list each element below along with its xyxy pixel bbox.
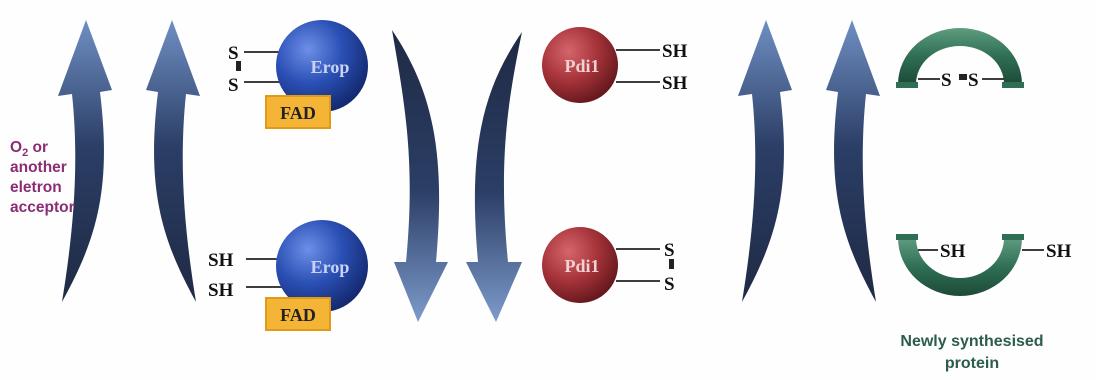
protein-arc-top bbox=[898, 28, 1022, 84]
fad-box-reduced bbox=[265, 297, 331, 331]
fad-box bbox=[265, 95, 331, 129]
ero-oxidized: S S Erop FAD bbox=[228, 20, 368, 129]
arrow-up-left bbox=[58, 20, 112, 302]
pdi-sphere-oxidized bbox=[542, 227, 618, 303]
fad-label-reduced: FAD bbox=[280, 305, 316, 325]
acceptor-line-2: another bbox=[10, 159, 67, 176]
acceptor-line-3: eletron bbox=[10, 179, 62, 196]
pdi-label-oxidized: Pdi1 bbox=[564, 256, 599, 276]
arrow-up-right bbox=[146, 20, 200, 302]
pdi-reduced: Pdi1 SH SH bbox=[542, 27, 688, 103]
protein-arc-bottom bbox=[898, 238, 1022, 296]
pdi-sphere bbox=[542, 27, 618, 103]
pdi-top-sh-lower: SH bbox=[662, 73, 688, 94]
acceptor-line-1: O2 or bbox=[10, 139, 48, 159]
pdi-disulfide-bond bbox=[669, 259, 674, 269]
arrow-pair-2 bbox=[392, 30, 522, 322]
arrow-pair-1 bbox=[58, 20, 200, 302]
ero-reduced: SH SH Erop FAD bbox=[208, 220, 368, 331]
protein-sh-right: SH bbox=[1046, 241, 1072, 262]
protein-disulfide-bond bbox=[959, 74, 967, 80]
pdi-bottom-s-upper: S bbox=[664, 240, 675, 261]
pdi-bottom-s-lower: S bbox=[664, 274, 675, 295]
arrow-up-right-2 bbox=[826, 20, 880, 302]
ero-label-reduced: Erop bbox=[311, 257, 350, 277]
electron-acceptor-label: O2 or another eletron acceptor bbox=[10, 139, 75, 216]
arrow-pair-3 bbox=[738, 20, 880, 302]
acceptor-line-4: acceptor bbox=[10, 199, 75, 216]
protein-s-left: S bbox=[941, 70, 952, 91]
ero-top-s-lower: S bbox=[228, 75, 239, 96]
ero-top-s-upper: S bbox=[228, 43, 239, 64]
pdi-top-sh-upper: SH bbox=[662, 41, 688, 62]
ero-label: Erop bbox=[311, 57, 350, 77]
ero-bottom-sh-upper: SH bbox=[208, 250, 234, 271]
protein-sh-left: SH bbox=[940, 241, 966, 262]
ero-sphere bbox=[276, 20, 368, 112]
protein-caption: Newly synthesised protein bbox=[900, 333, 1043, 372]
disulfide-bond bbox=[236, 61, 241, 71]
pdi-oxidized: Pdi1 S S bbox=[542, 227, 675, 303]
caption-line-1: Newly synthesised bbox=[900, 333, 1043, 350]
pdi-label: Pdi1 bbox=[564, 56, 599, 76]
protein-oxidized: S S bbox=[896, 28, 1024, 91]
ero-sphere-reduced bbox=[276, 220, 368, 312]
protein-s-right: S bbox=[968, 70, 979, 91]
fad-label: FAD bbox=[280, 103, 316, 123]
arrow-down-left bbox=[392, 30, 448, 322]
arrow-down-right bbox=[466, 32, 522, 322]
protein-reduced: SH SH bbox=[896, 234, 1072, 296]
ero-bottom-sh-lower: SH bbox=[208, 280, 234, 301]
arrow-up-left-2 bbox=[738, 20, 792, 302]
caption-line-2: protein bbox=[945, 355, 999, 372]
